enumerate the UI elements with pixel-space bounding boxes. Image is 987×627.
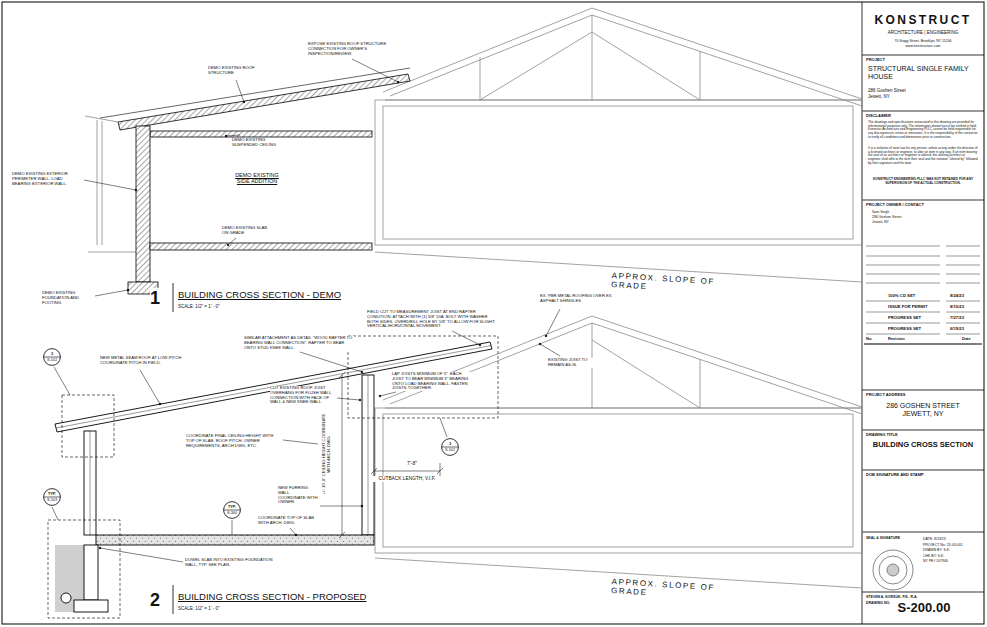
grade-label: APPROX. SLOPE OF GRADE: [611, 577, 752, 604]
firm-website: www.konstructarc.com: [864, 44, 982, 48]
block-heading: SEAL & SIGNATURE: [866, 536, 900, 540]
detail-callout: 3S-102: [43, 348, 61, 366]
seal-info: PROJECT No: 23-03-001: [923, 543, 963, 547]
note-text: EXPOSE EXISTING ROOF STRUCTURE CONNECTIO…: [308, 42, 403, 56]
owner-contact: 286 Goshen Street: [872, 215, 901, 219]
note-text: SIMILAR ATTACHMENT AS DETAIL "WOOD RAFTE…: [244, 336, 354, 350]
block-heading: DISCLAIMER: [866, 114, 891, 119]
note-text: DEMO EXISTING SUSPENDED CEILING: [232, 138, 282, 148]
project-name: STRUCTURAL SINGLE FAMILY HOUSE: [868, 65, 973, 81]
block-heading: DOB SIGNATURE AND STAMP: [866, 473, 924, 478]
note-text: DEMO EXISTING EXTERIOR PERIMETER WALL. L…: [12, 172, 82, 186]
section-title: BUILDING CROSS SECTION - PROPOSED: [178, 592, 366, 603]
block-heading: PROJECT ADDRESS: [866, 393, 905, 398]
seal-info: DATE: 8/24/23: [923, 537, 946, 541]
note-text: COORDINATE FINAL CEILING HEIGHT WITH TOP…: [186, 434, 281, 448]
seal-info: CHK BY: S.K.: [923, 554, 944, 558]
dimension-text: 7'-8": [392, 461, 432, 467]
area-label: DEMO EXISTING SIDE ADDITION: [232, 172, 282, 185]
note-text: COORDINATE TOP OF SLAB WITH ARCH. DWG.: [258, 516, 323, 526]
section-number: 2: [150, 590, 160, 611]
note-text: EX. PBR METAL ROOFING OVER EX. ASPHALT S…: [540, 294, 620, 304]
block-heading: DRAWING TITLE: [866, 433, 898, 438]
owner-contact: Jewett, NY: [872, 220, 889, 224]
firm-logo: KONSTRUCT: [864, 14, 982, 28]
revision-cell: 8/15/23: [950, 305, 964, 310]
revision-cell: 100% CD SET: [888, 294, 915, 299]
note-text: EXISTING JOIST TO REMAIN AS-IS.: [548, 358, 603, 368]
revision-cell: 7/27/23: [950, 316, 964, 321]
detail-callout: TYP. S-103: [43, 488, 61, 506]
callout-circle: [43, 348, 61, 366]
detail-callout: TYP. S-300: [223, 501, 241, 519]
revision-cell: ISSUE FOR PERMIT: [888, 305, 928, 310]
callout-circle: [43, 488, 61, 506]
table-header: No.: [866, 337, 872, 342]
project-address: 286 Goshen Street: [868, 88, 906, 93]
revision-cell: 6/19/23: [950, 327, 964, 332]
note-text: NEW METAL SEAM ROOF AT LOW-PITCH. COORDI…: [100, 356, 190, 366]
note-text: DEMO EXISTING FOUNDATION AND FOOTING.: [42, 291, 92, 305]
sheet-reference: S-102: [441, 448, 459, 452]
section-title: BUILDING CROSS SECTION - DEMO: [178, 290, 341, 301]
disclaimer-text: It is a violation of state law for any p…: [868, 147, 978, 165]
sheet-reference: S-103: [43, 498, 61, 502]
engineer-name: STEVEN A. KORSUK, P.E., R.A.: [866, 595, 918, 599]
note-text: FIELD CUT TO MEASUREMENT JOIST AT END RA…: [367, 310, 497, 329]
sheet-reference: S-102: [43, 358, 61, 362]
detail-callout: 3S-102: [441, 438, 459, 456]
block-heading: DRAWING NO.: [866, 601, 890, 605]
block-heading: PROJECT: [866, 58, 885, 63]
firm-address: 70 Stagg Street, Brooklyn, NY 11206: [864, 39, 982, 43]
grade-label: APPROX. SLOPE OF GRADE: [611, 271, 752, 298]
dimension-text: CUTBACK LENGTH, V.I.F.: [372, 476, 442, 482]
note-text: DOWEL SLAB INTO EXISTING FOUNDATION WALL…: [185, 558, 275, 568]
dimension-text: +/- 10'-0" CEILING HEIGHT COORDINATE WIT…: [322, 410, 332, 498]
note-text: CUT EXISTING ROOF JOIST OVERHANG FOR FLU…: [270, 386, 335, 405]
callout-number: 3: [43, 352, 61, 356]
disclaimer-text: The drawings and specifications associat…: [868, 121, 978, 139]
sheet-reference: S-300: [223, 511, 241, 515]
callout-circle: [223, 501, 241, 519]
firm-tagline: ARCHITECTURE | ENGINEERING: [864, 30, 982, 35]
callout-number: TYP.: [43, 492, 61, 496]
table-header: Date: [962, 337, 971, 342]
drawing-title: BUILDING CROSS SECTION: [872, 441, 974, 450]
seal-info: DRAWN BY: S.K.: [923, 548, 950, 552]
scale-note: SCALE: 1/2" = 1' - 0": [178, 606, 220, 611]
project-address: Jewett, NY: [868, 94, 890, 99]
scale-note: SCALE: 1/2" = 1' - 0": [178, 304, 220, 309]
note-text: NEW FURRING WALL. COORDINATE WITH OWNER.: [278, 486, 318, 505]
callout-number: TYP.: [223, 505, 241, 509]
seal-info: NY PE# 107940: [923, 559, 948, 563]
note-text: LAP JOISTS MINIMUM OF 3". EACH JOIST TO …: [392, 372, 472, 391]
section-number: 1: [150, 288, 160, 309]
drawing-number: S-200.00: [866, 601, 982, 616]
project-address: 286 GOSHEN STREET JEWETT, NY: [872, 402, 974, 418]
callout-circle: [441, 438, 459, 456]
note-text: DEMO EXISTING ROOF STRUCTURE.: [208, 66, 268, 76]
block-heading: PROJECT OWNER / CONTACT: [866, 203, 924, 208]
note-text: DEMO EXISTING SLAB ON GRADE: [222, 226, 272, 236]
disclaimer-text: KONSTRUCT ENGINEERING PLLC WAS NOT RETAI…: [868, 178, 978, 185]
revision-cell: PROGRESS SET: [888, 327, 921, 332]
callout-number: 3: [441, 442, 459, 446]
table-header: Revision: [888, 337, 905, 342]
revision-cell: PROGRESS SET: [888, 316, 921, 321]
owner-contact: Sam Singh: [872, 210, 889, 214]
revision-cell: 8/24/23: [950, 294, 964, 299]
